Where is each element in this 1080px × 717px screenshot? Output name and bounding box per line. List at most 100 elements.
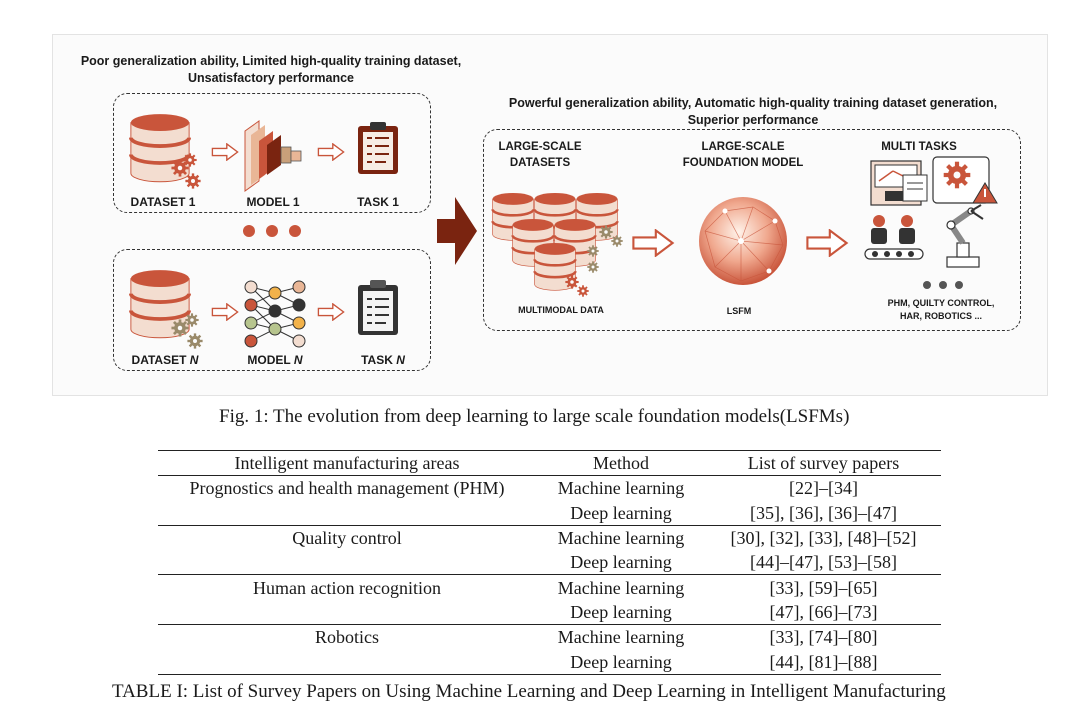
large-datasets-label: LARGE-SCALE DATASETS bbox=[498, 139, 581, 171]
pipeline-1-box bbox=[113, 93, 431, 213]
ellipsis-dot bbox=[923, 281, 931, 289]
arrow-right-icon bbox=[632, 229, 674, 257]
tasks-line2: HAR, ROBOTICS ... bbox=[899, 311, 983, 321]
gear-icon bbox=[185, 173, 201, 189]
table-row: Deep learning [35], [36], [36]–[47] bbox=[158, 500, 941, 526]
foundation-model-sphere-icon bbox=[699, 197, 787, 285]
clipboard-icon bbox=[356, 120, 400, 176]
large-datasets-line1: LARGE-SCALE bbox=[498, 141, 582, 153]
method-cell: Deep learning bbox=[536, 599, 706, 626]
table-row: Deep learning [44]–[47], [53]–[58] bbox=[158, 550, 941, 576]
method-cell: Deep learning bbox=[536, 550, 706, 576]
table-caption: TABLE I: List of Survey Papers on Using … bbox=[112, 681, 946, 702]
arrow-right-icon bbox=[317, 303, 345, 321]
ellipsis-dot bbox=[266, 225, 278, 237]
method-cell: Deep learning bbox=[536, 500, 706, 526]
dataset-n-label: DATASET N bbox=[132, 353, 199, 367]
dataset-n-index: N bbox=[189, 353, 199, 367]
group-phm: Prognostics and health management (PHM) … bbox=[158, 476, 941, 526]
evolution-arrow-icon bbox=[437, 197, 477, 265]
multi-tasks-label: MULTI TASKS bbox=[881, 141, 957, 153]
area-cell: Prognostics and health management (PHM) bbox=[189, 478, 505, 499]
papers-cell: [47], [66]–[73] bbox=[706, 599, 941, 626]
area-cell-empty bbox=[158, 550, 536, 576]
header-areas: Intelligent manufacturing areas bbox=[158, 449, 536, 477]
multimodal-label: MULTIMODAL DATA bbox=[518, 305, 604, 315]
cnn-model-icon bbox=[244, 120, 302, 192]
gear-icon bbox=[187, 333, 203, 349]
foundation-line2: FOUNDATION MODEL bbox=[682, 157, 804, 169]
pipeline-n-box bbox=[113, 249, 431, 371]
quality-warning-icon bbox=[932, 156, 998, 204]
tasks-list-label: PHM, QUILTY CONTROL, HAR, ROBOTICS ... bbox=[888, 297, 995, 323]
gear-icon bbox=[943, 161, 971, 189]
lsfm-label: LSFM bbox=[726, 306, 752, 316]
robot-arm-icon bbox=[946, 204, 984, 268]
right-title: Powerful generalization ability, Automat… bbox=[509, 95, 997, 129]
left-title-line2: Unsatisfactory performance bbox=[187, 71, 355, 85]
model-1-label: MODEL 1 bbox=[246, 195, 300, 209]
header-papers: List of survey papers bbox=[706, 449, 941, 477]
method-cell: Machine learning bbox=[557, 577, 685, 598]
table-row: Quality control Machine learning [30], [… bbox=[158, 525, 941, 550]
area-cell-empty bbox=[158, 500, 536, 526]
arrow-right-icon bbox=[211, 303, 239, 321]
model-n-prefix: MODEL bbox=[247, 353, 291, 367]
papers-cell: [44]–[47], [53]–[58] bbox=[706, 550, 941, 576]
table-row: Prognostics and health management (PHM) … bbox=[158, 476, 941, 501]
figure-1: Poor generalization ability, Limited hig… bbox=[52, 34, 1048, 396]
arrow-right-icon bbox=[806, 229, 848, 257]
tasks-line1: PHM, QUILTY CONTROL, bbox=[887, 298, 995, 308]
gear-icon bbox=[183, 153, 197, 167]
papers-cell: [33], [59]–[65] bbox=[769, 577, 878, 598]
dataset-1-label: DATASET 1 bbox=[130, 195, 196, 209]
foundation-line1: LARGE-SCALE bbox=[701, 141, 785, 153]
method-cell: Machine learning bbox=[557, 528, 685, 549]
area-cell: Robotics bbox=[314, 627, 379, 648]
table-row: Robotics Machine learning [33], [74]–[80… bbox=[158, 625, 941, 650]
method-cell: Machine learning bbox=[557, 627, 685, 648]
group-quality-control: Quality control Machine learning [30], [… bbox=[158, 525, 941, 576]
foundation-model-label: LARGE-SCALE FOUNDATION MODEL bbox=[683, 139, 804, 171]
gear-icon bbox=[171, 319, 189, 337]
task-n-prefix: TASK bbox=[361, 353, 393, 367]
figure-graphics bbox=[129, 112, 998, 349]
neural-network-icon bbox=[244, 280, 306, 348]
figure-caption: Fig. 1: The evolution from deep learning… bbox=[219, 406, 850, 427]
method-cell: Deep learning bbox=[536, 649, 706, 675]
table-row: Deep learning [47], [66]–[73] bbox=[158, 599, 941, 626]
model-n-label: MODEL N bbox=[247, 353, 302, 367]
task-n-label: TASK N bbox=[361, 353, 405, 367]
table-header-row: Intelligent manufacturing areas Method L… bbox=[158, 449, 941, 477]
large-datasets-line2: DATASETS bbox=[509, 157, 571, 169]
papers-cell: [22]–[34] bbox=[789, 478, 858, 499]
arrow-right-icon bbox=[317, 143, 345, 161]
papers-cell: [44], [81]–[88] bbox=[706, 649, 941, 675]
ellipsis-dot bbox=[289, 225, 301, 237]
model-n-index: N bbox=[293, 353, 303, 367]
stacked-databases-icon bbox=[491, 191, 623, 297]
gear-icon bbox=[185, 313, 199, 327]
human-action-icon bbox=[864, 215, 924, 260]
left-title-line1: Poor generalization ability, Limited hig… bbox=[80, 54, 462, 68]
right-title-line2: Superior performance bbox=[687, 113, 819, 127]
papers-cell: [35], [36], [36]–[47] bbox=[706, 500, 941, 526]
table-row: Human action recognition Machine learnin… bbox=[158, 575, 941, 600]
dataset-n-prefix: DATASET bbox=[131, 353, 187, 367]
left-title: Poor generalization ability, Limited hig… bbox=[81, 53, 461, 87]
ellipsis-dot bbox=[243, 225, 255, 237]
survey-table: Intelligent manufacturing areas Method L… bbox=[158, 449, 941, 675]
method-cell: Machine learning bbox=[557, 478, 685, 499]
clipboard-icon bbox=[358, 280, 398, 335]
area-cell: Quality control bbox=[292, 528, 402, 549]
group-har: Human action recognition Machine learnin… bbox=[158, 575, 941, 626]
table-row: Deep learning [44], [81]–[88] bbox=[158, 649, 941, 675]
ellipsis-dot bbox=[955, 281, 963, 289]
arrow-right-icon bbox=[211, 143, 239, 161]
group-robotics: Robotics Machine learning [33], [74]–[80… bbox=[158, 625, 941, 675]
header-method: Method bbox=[536, 449, 706, 477]
task-n-index: N bbox=[396, 353, 405, 367]
task-1-label: TASK 1 bbox=[357, 195, 399, 209]
papers-cell: [30], [32], [33], [48]–[52] bbox=[730, 528, 917, 549]
foundation-box bbox=[483, 129, 1021, 331]
